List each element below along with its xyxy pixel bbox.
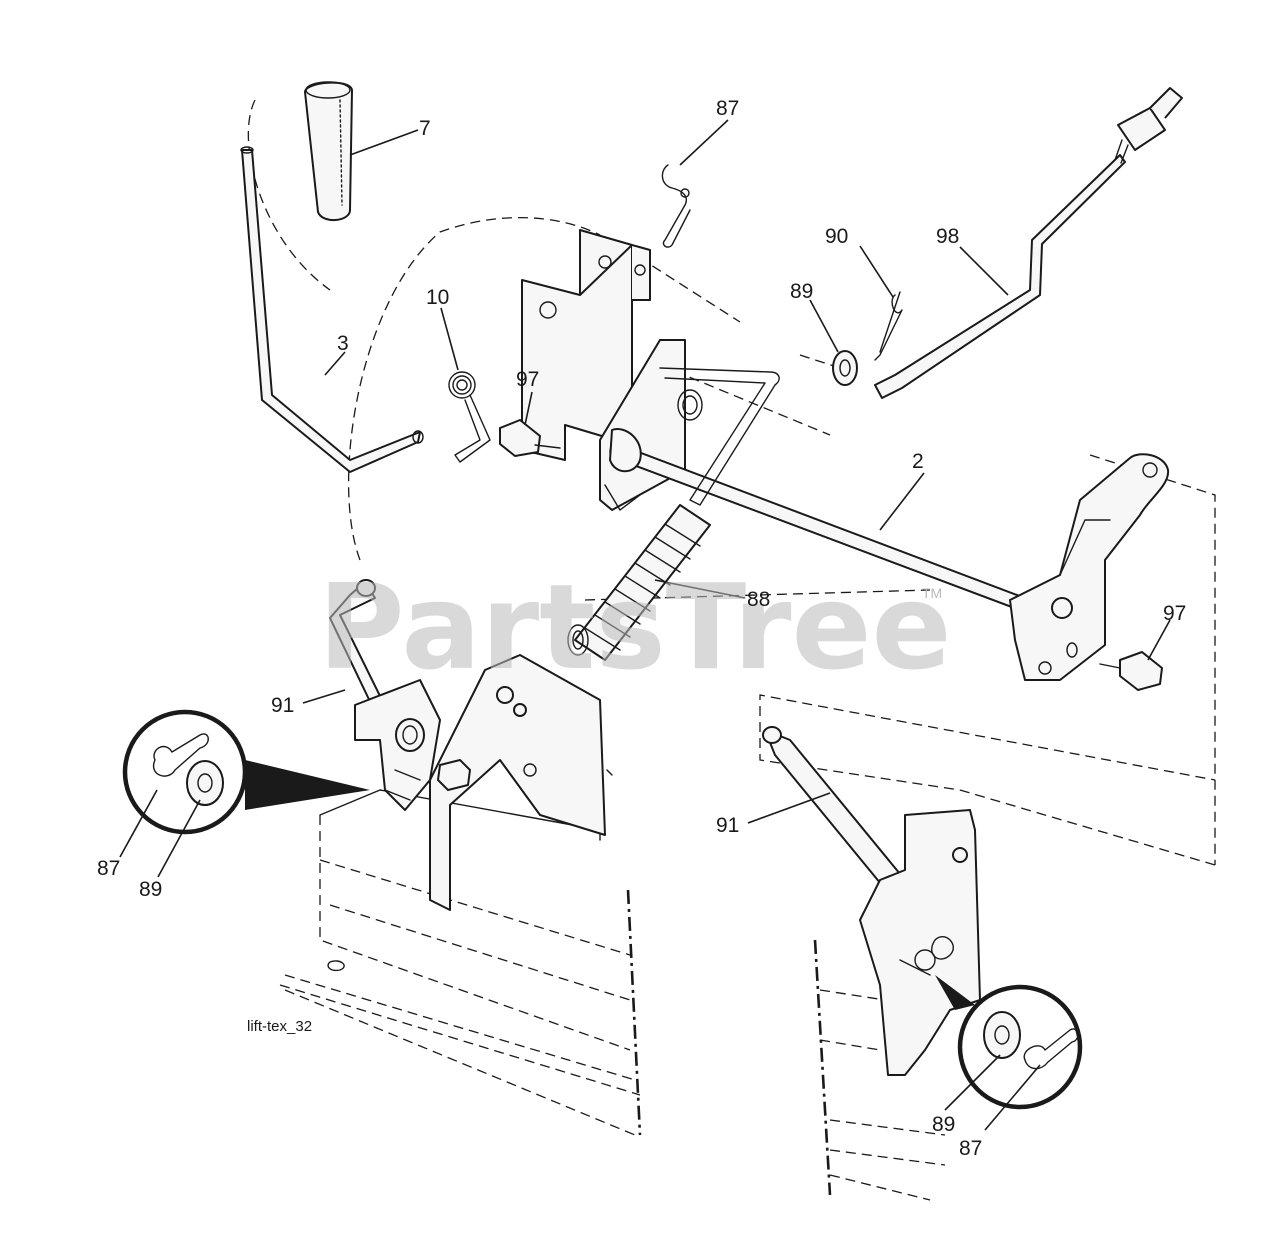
deck-left [279,789,642,1136]
extension-spring [567,504,711,661]
watermark-text: PartsTree [318,558,952,696]
callout-91-right: 91 [716,814,739,837]
callout-87-right: 87 [959,1137,982,1160]
watermark: PartsTree TM [318,558,952,696]
lift-link-rod [874,87,1183,399]
cotter-pin [874,291,903,361]
spring-link-rod [659,367,780,506]
right-lower-arm [859,809,981,1076]
watermark-trademark: TM [922,585,942,601]
callout-87-top: 87 [716,97,739,120]
callout-88: 88 [747,588,770,611]
callout-89-right: 89 [932,1113,955,1136]
callout-91-left: 91 [271,694,294,717]
lift-shaft [609,428,1031,613]
lift-handle-rod [240,146,424,473]
callout-90: 90 [825,225,848,248]
callout-2: 2 [912,450,924,473]
bolt-right [1099,651,1163,691]
detail-circle-right [935,975,1083,1110]
callout-10: 10 [426,286,449,309]
callout-7: 7 [419,117,431,140]
callout-97-left: 97 [516,368,539,391]
right-lift-arm [1009,453,1170,681]
leader-lines [119,119,1171,1131]
callout-97-right: 97 [1163,602,1186,625]
callout-98: 98 [936,225,959,248]
torsion-spring [448,371,491,463]
washer-top [832,350,858,386]
callout-89-left: 89 [139,878,162,901]
callout-89-top: 89 [790,280,813,303]
callout-labels: 7 87 90 98 89 10 3 97 2 88 97 91 87 89 9… [97,97,1186,1160]
handle-grip [304,81,353,221]
diagram-code: lift-tex_32 [247,1018,312,1035]
bolt-left [499,419,561,457]
callout-3: 3 [337,332,349,355]
left-lift-arm [354,654,613,911]
callout-87-left: 87 [97,857,120,880]
hairpin-clip-top [661,164,691,248]
detail-circle-left [122,709,370,835]
